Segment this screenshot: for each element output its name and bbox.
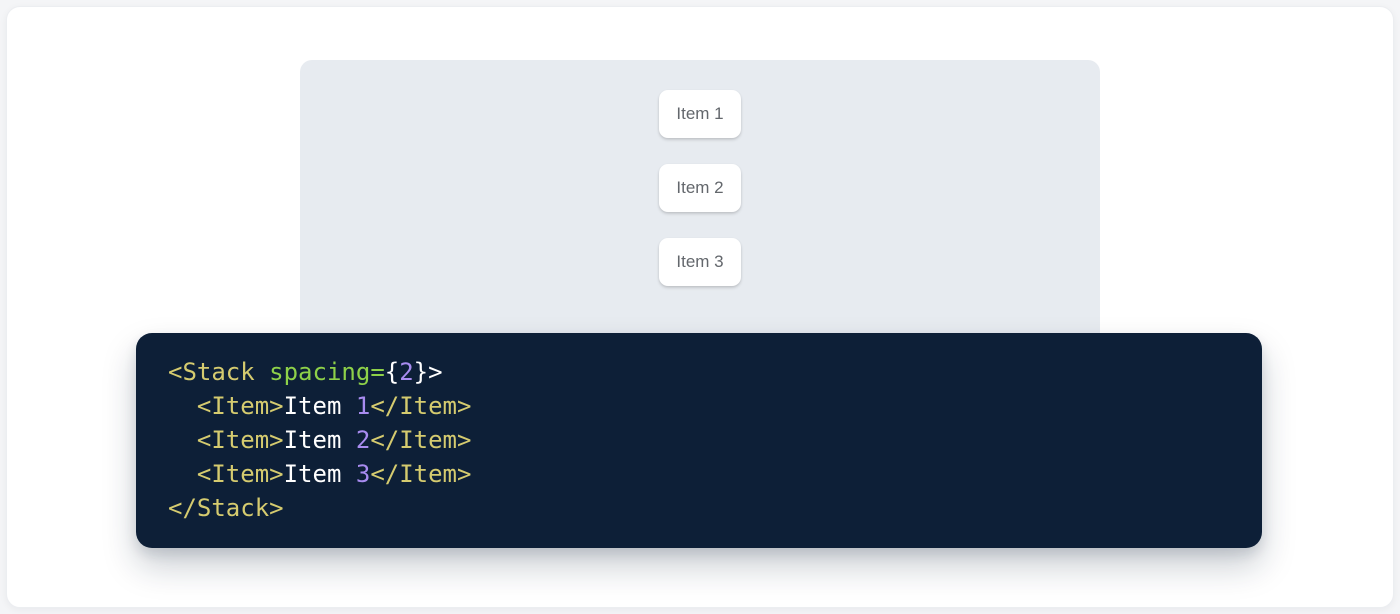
code-token: 3	[355, 460, 371, 488]
code-line: <Stack spacing={2}>	[168, 355, 1230, 389]
code-line: </Stack>	[168, 491, 1230, 525]
code-token: Item	[283, 392, 356, 420]
code-token	[168, 392, 197, 420]
demo-stack-panel: Item 1 Item 2 Item 3	[300, 60, 1100, 360]
code-token: }	[413, 358, 429, 386]
code-token: =	[370, 358, 385, 386]
demo-item-card: Item 3	[659, 238, 741, 286]
code-line: <Item>Item 3</Item>	[168, 457, 1230, 491]
demo-item-label: Item 1	[676, 104, 724, 123]
code-token: <Item>	[196, 392, 284, 420]
code-token: {	[384, 358, 400, 386]
code-token: </Item>	[370, 426, 472, 454]
code-token: 2	[399, 358, 414, 386]
code-line: <Item>Item 1</Item>	[168, 389, 1230, 423]
code-token: spacing	[269, 358, 371, 386]
code-token: </Item>	[370, 392, 472, 420]
code-token: Item	[283, 426, 356, 454]
code-token: >	[428, 358, 443, 386]
code-token: </Item>	[370, 460, 472, 488]
code-token	[168, 460, 197, 488]
code-token: </Stack>	[168, 494, 284, 522]
demo-item-card: Item 2	[659, 164, 741, 212]
demo-item-label: Item 2	[676, 178, 724, 197]
code-block: <Stack spacing={2}> <Item>Item 1</Item> …	[136, 333, 1262, 548]
code-token: 2	[355, 426, 371, 454]
demo-item-card: Item 1	[659, 90, 741, 138]
code-token: <Stack	[168, 358, 270, 386]
demo-item-label: Item 3	[676, 252, 724, 271]
code-token: 1	[355, 392, 371, 420]
code-line: <Item>Item 2</Item>	[168, 423, 1230, 457]
code-token	[168, 426, 197, 454]
code-token: <Item>	[196, 460, 284, 488]
code-token: <Item>	[196, 426, 284, 454]
code-token: Item	[283, 460, 356, 488]
